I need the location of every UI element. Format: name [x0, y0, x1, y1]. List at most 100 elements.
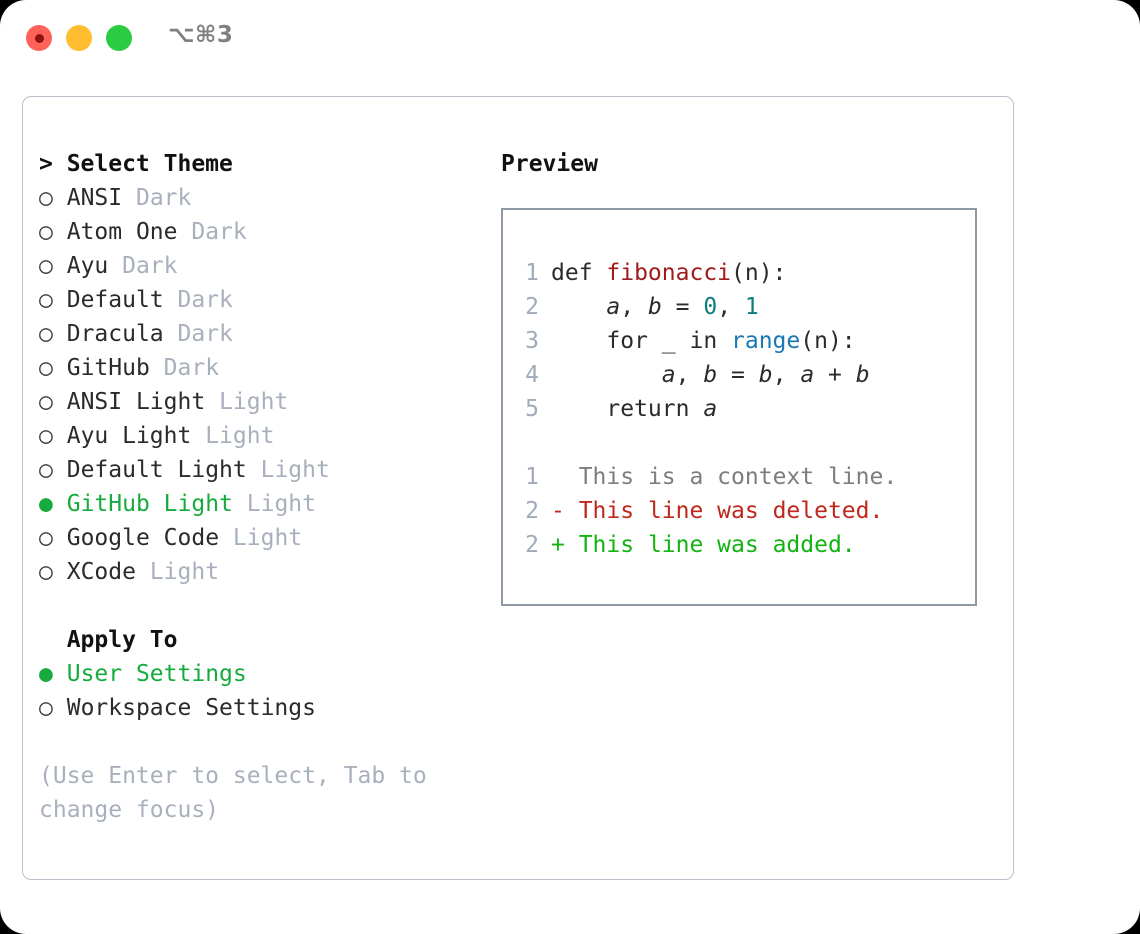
- spacer: [53, 423, 67, 449]
- radio-unselected-icon[interactable]: ○: [39, 559, 53, 585]
- diff-deleted-line: 2- This line was deleted.: [513, 494, 969, 528]
- diff-block: 1 This is a context line.2- This line wa…: [513, 460, 969, 562]
- spacer: [53, 321, 67, 347]
- theme-list-item[interactable]: ○ Ayu Dark: [39, 249, 499, 283]
- radio-selected-icon[interactable]: ●: [39, 491, 53, 517]
- select-theme-header: > Select Theme: [39, 151, 233, 177]
- code-token-plain: (n):: [731, 260, 787, 286]
- preview-title: Preview: [501, 151, 598, 177]
- radio-unselected-icon[interactable]: ○: [39, 185, 53, 211]
- close-button-icon[interactable]: [26, 25, 52, 51]
- theme-item-tag: Dark: [177, 321, 233, 347]
- theme-list-item[interactable]: ○ Ayu Light Light: [39, 419, 499, 453]
- theme-list-item[interactable]: ○ Dracula Dark: [39, 317, 499, 351]
- radio-unselected-icon[interactable]: ○: [39, 695, 53, 721]
- spacer: [53, 253, 67, 279]
- theme-list-item[interactable]: ○ ANSI Light Light: [39, 385, 499, 419]
- code-token-plain: ,: [772, 362, 801, 388]
- line-number: 3: [525, 328, 539, 354]
- spacer: [53, 525, 67, 551]
- radio-unselected-icon[interactable]: ○: [39, 321, 53, 347]
- spacer: [53, 661, 67, 687]
- diff-sign: -: [551, 498, 579, 524]
- theme-item-label: Google Code: [66, 525, 220, 551]
- spacer: [53, 185, 67, 211]
- theme-item-label: XCode: [66, 559, 136, 585]
- diff-text: This line was deleted.: [578, 498, 884, 524]
- spacer: [178, 219, 192, 245]
- radio-selected-icon[interactable]: ●: [39, 661, 53, 687]
- diff-line-text: This is a context line.: [539, 460, 898, 494]
- title-bar: ⌥⌘3: [0, 0, 1140, 76]
- code-line-text: def fibonacci(n):: [539, 256, 786, 290]
- theme-list[interactable]: ○ ANSI Dark○ Atom One Dark○ Ayu Dark○ De…: [39, 181, 499, 589]
- spacer: [136, 559, 150, 585]
- spacer: [164, 321, 178, 347]
- theme-list-item[interactable]: ○ Atom One Dark: [39, 215, 499, 249]
- code-line: 5 return a: [513, 392, 969, 426]
- spacer: [108, 253, 122, 279]
- apply-to-item-label: Workspace Settings: [66, 695, 316, 721]
- maximize-button-icon[interactable]: [106, 25, 132, 51]
- diff-text: This line was added.: [578, 532, 856, 558]
- code-token-plain: =: [661, 294, 704, 320]
- theme-item-label: ANSI Light: [66, 389, 206, 415]
- theme-selector-column: > Select Theme ○ ANSI Dark○ Atom One Dar…: [39, 147, 499, 827]
- theme-item-tag: Dark: [122, 253, 178, 279]
- theme-item-label: GitHub Light: [66, 491, 233, 517]
- radio-unselected-icon[interactable]: ○: [39, 287, 53, 313]
- radio-unselected-icon[interactable]: ○: [39, 219, 53, 245]
- spacer: [53, 695, 67, 721]
- theme-list-item[interactable]: ○ ANSI Dark: [39, 181, 499, 215]
- theme-item-tag: Light: [232, 525, 303, 551]
- spacer: [219, 525, 233, 551]
- radio-unselected-icon[interactable]: ○: [39, 253, 53, 279]
- apply-to-item[interactable]: ○ Workspace Settings: [39, 691, 499, 725]
- spacer: [164, 287, 178, 313]
- minimize-button-icon[interactable]: [66, 25, 92, 51]
- radio-unselected-icon[interactable]: ○: [39, 457, 53, 483]
- theme-list-item[interactable]: ○ GitHub Dark: [39, 351, 499, 385]
- spacer: [53, 491, 67, 517]
- theme-item-label: Default Light: [66, 457, 247, 483]
- code-token-variable: b: [703, 362, 718, 388]
- radio-unselected-icon[interactable]: ○: [39, 525, 53, 551]
- diff-line-text: - This line was deleted.: [539, 494, 883, 528]
- theme-item-tag: Dark: [135, 185, 192, 211]
- diff-sign: [551, 464, 579, 490]
- code-line-text: a, b = b, a + b: [539, 358, 870, 392]
- spacer: [233, 491, 247, 517]
- apply-to-list[interactable]: ● User Settings○ Workspace Settings: [39, 657, 499, 725]
- code-token-plain: ,: [620, 294, 648, 320]
- line-number: 2: [525, 498, 539, 524]
- theme-list-item[interactable]: ○ XCode Light: [39, 555, 499, 589]
- apply-to-item[interactable]: ● User Settings: [39, 657, 499, 691]
- spacer: [53, 287, 67, 313]
- code-token-plain: for _ in: [551, 328, 732, 354]
- line-number: 1: [525, 260, 539, 286]
- spacer: [513, 426, 969, 460]
- code-token-plain: [551, 294, 606, 320]
- line-number: 2: [525, 294, 539, 320]
- spacer: [53, 389, 67, 415]
- theme-list-item[interactable]: ● GitHub Light Light: [39, 487, 499, 521]
- spacer: [122, 185, 136, 211]
- theme-item-tag: Light: [149, 559, 220, 585]
- theme-item-label: Atom One: [66, 219, 178, 245]
- theme-item-tag: Light: [260, 457, 330, 483]
- theme-list-item[interactable]: ○ Default Light Light: [39, 453, 499, 487]
- code-token-number: 1: [744, 294, 759, 320]
- radio-unselected-icon[interactable]: ○: [39, 389, 53, 415]
- theme-list-item[interactable]: ○ Google Code Light: [39, 521, 499, 555]
- theme-item-tag: Light: [205, 423, 275, 449]
- code-token-plain: def: [551, 260, 607, 286]
- theme-list-item[interactable]: ○ Default Dark: [39, 283, 499, 317]
- radio-unselected-icon[interactable]: ○: [39, 423, 53, 449]
- spacer: [205, 389, 219, 415]
- radio-unselected-icon[interactable]: ○: [39, 355, 53, 381]
- code-token-plain: (n):: [800, 328, 856, 354]
